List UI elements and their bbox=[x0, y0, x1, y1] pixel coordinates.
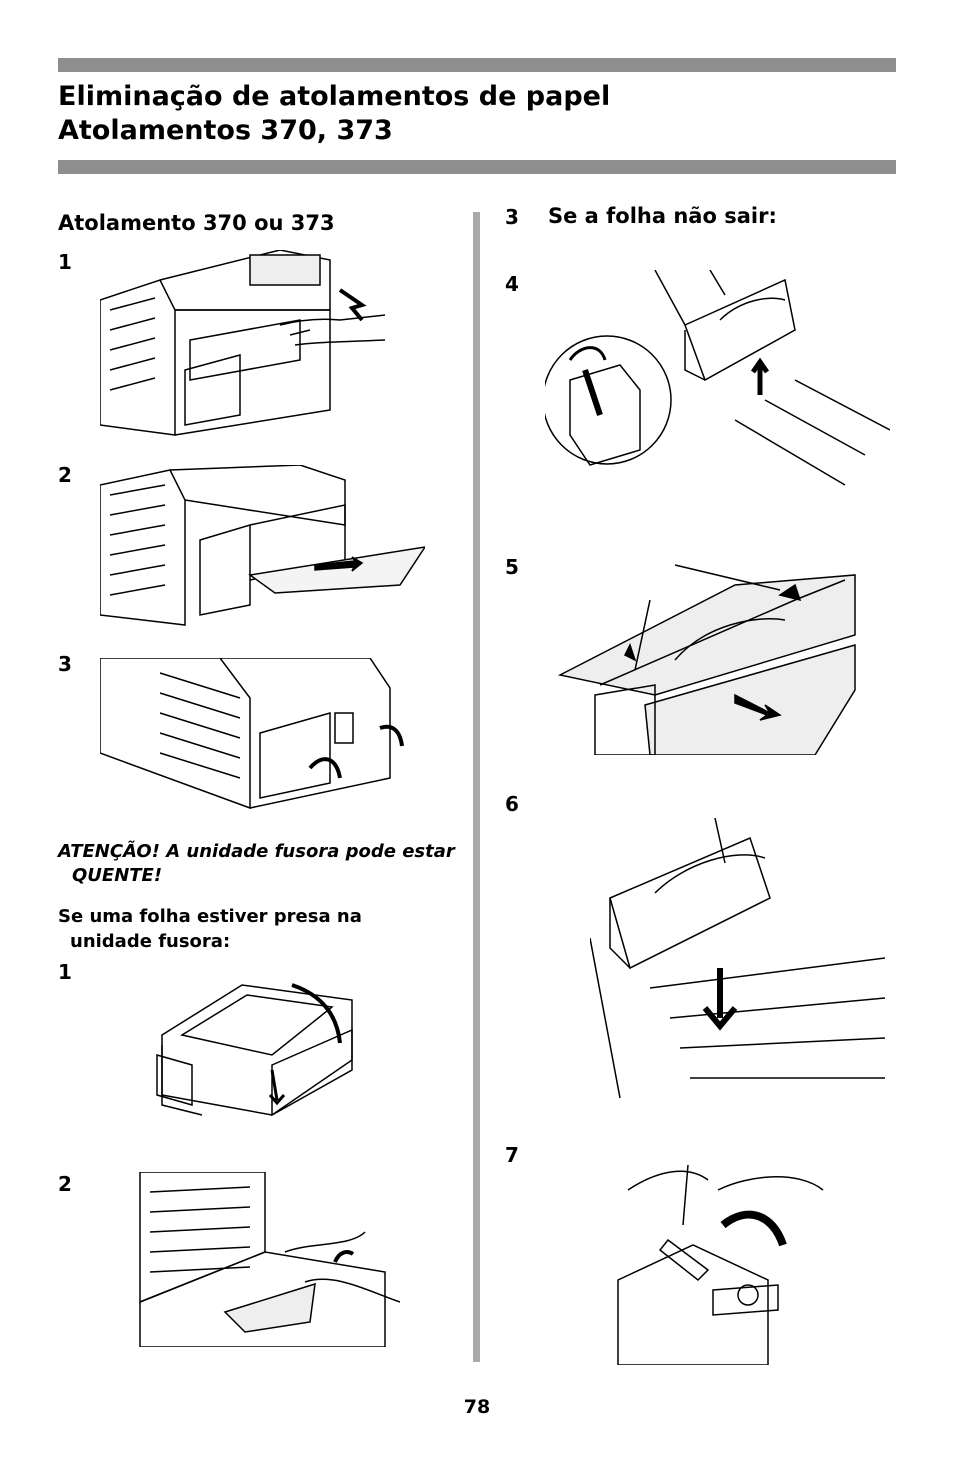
page-title-line1: Eliminação de atolamentos de papel bbox=[58, 81, 611, 112]
column-divider bbox=[473, 212, 480, 1362]
fuser-lever-lift-out-illustration bbox=[545, 270, 890, 510]
printer-pull-sheet-out-illustration bbox=[100, 465, 425, 630]
printer-close-rear-cover-illustration bbox=[100, 658, 405, 818]
section-heading: Atolamento 370 ou 373 bbox=[58, 211, 335, 235]
fuser-release-levers-pull-sheet-illustration bbox=[555, 555, 860, 755]
step-number: 2 bbox=[58, 1172, 72, 1196]
step-number: 4 bbox=[505, 272, 519, 296]
step-number: 2 bbox=[58, 463, 72, 487]
printer-open-top-cover-illustration bbox=[152, 965, 367, 1135]
step-3-text: Se a folha não sair: bbox=[548, 204, 777, 228]
step-number: 3 bbox=[505, 205, 519, 229]
page-title-line2: Atolamentos 370, 373 bbox=[58, 115, 393, 146]
printer-rear-open-cover-illustration bbox=[100, 250, 390, 440]
step-number: 7 bbox=[505, 1143, 519, 1167]
printer-remove-sheet-inside-illustration bbox=[135, 1172, 405, 1347]
fuser-subheading: Se uma folha estiver presa na unidade fu… bbox=[58, 906, 362, 952]
header-top-bar bbox=[58, 58, 896, 72]
step-number: 3 bbox=[58, 652, 72, 676]
step-number: 1 bbox=[58, 250, 72, 274]
page-number: 78 bbox=[463, 1396, 491, 1418]
warning-text: ATENÇÃO! A unidade fusora pode estar QUE… bbox=[58, 841, 455, 886]
fuser-insert-back-illustration bbox=[590, 818, 885, 1103]
step-number: 5 bbox=[505, 555, 519, 579]
header-bottom-bar bbox=[58, 160, 896, 174]
step-number: 1 bbox=[58, 960, 72, 984]
step-number: 6 bbox=[505, 792, 519, 816]
fuser-lock-lever-illustration bbox=[598, 1150, 828, 1365]
